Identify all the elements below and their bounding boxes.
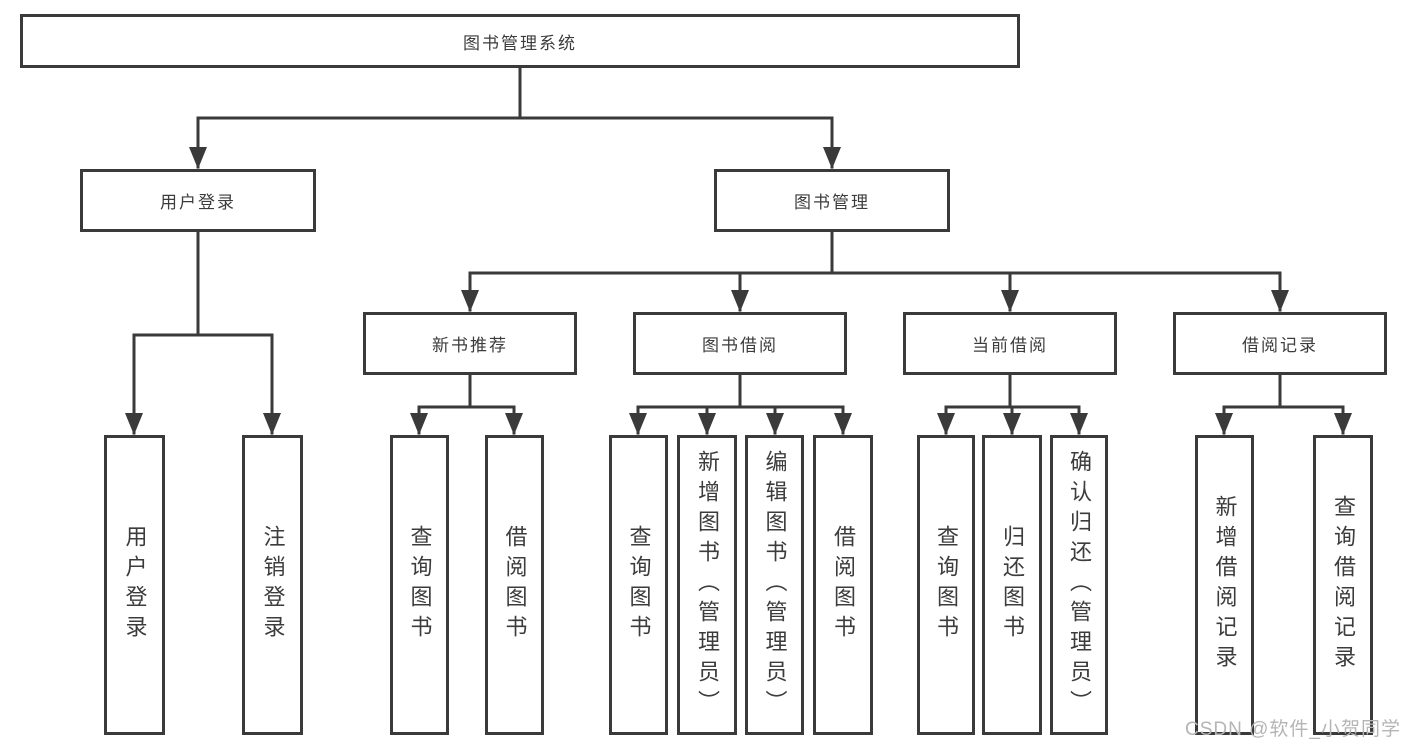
node-current-borrow-label: 当前借阅 (972, 336, 1048, 355)
node-new-book-recommend-label: 新书推荐 (432, 336, 508, 355)
leaf-user-login: 用户登录 (104, 435, 165, 735)
node-book-management: 图书管理 (714, 169, 950, 232)
leaf-confirm-return-admin: 确认归还（管理员） (1050, 435, 1108, 735)
leaf-edit-book-admin: 编辑图书（管理员） (745, 435, 804, 735)
connector-root (196, 66, 834, 120)
connector-book-borrow (636, 373, 845, 409)
connector-new-book-recommend (417, 373, 516, 409)
leaf-add-book-admin: 新增图书（管理员） (677, 435, 737, 735)
node-borrow-records-label: 借阅记录 (1242, 336, 1318, 355)
leaf-query-books-recommend-label: 查询图书 (407, 525, 433, 645)
leaf-return-book: 归还图书 (982, 435, 1042, 735)
leaf-edit-book-admin-label: 编辑图书（管理员） (762, 450, 788, 720)
connector-borrow-records (1222, 373, 1345, 409)
leaf-logout: 注销登录 (242, 435, 303, 735)
leaf-query-books-borrow: 查询图书 (609, 435, 668, 735)
connector-book-management (468, 230, 1282, 275)
node-user-login: 用户登录 (80, 169, 316, 232)
leaf-borrow-books-label: 借阅图书 (831, 525, 856, 645)
leaf-add-book-admin-label: 新增图书（管理员） (695, 450, 720, 720)
leaf-add-borrow-record: 新增借阅记录 (1195, 435, 1254, 735)
leaf-borrow-books: 借阅图书 (813, 435, 873, 735)
leaf-query-books-borrow-label: 查询图书 (626, 525, 652, 645)
leaf-confirm-return-admin-label: 确认归还（管理员） (1067, 450, 1092, 720)
leaf-borrow-books-recommend: 借阅图书 (485, 435, 544, 735)
leaf-query-books-recommend: 查询图书 (390, 435, 449, 735)
connector-user-login (132, 230, 274, 337)
node-book-management-label: 图书管理 (794, 193, 870, 212)
csdn-watermark: CSDN @软件_小贺同学 (1185, 719, 1401, 740)
leaf-borrow-books-recommend-label: 借阅图书 (502, 525, 528, 645)
node-book-borrow-label: 图书借阅 (702, 336, 778, 355)
leaf-add-borrow-record-label: 新增借阅记录 (1212, 495, 1238, 675)
node-current-borrow: 当前借阅 (903, 312, 1117, 375)
node-user-login-label: 用户登录 (160, 193, 236, 212)
node-library-system-label: 图书管理系统 (463, 33, 577, 53)
node-library-system: 图书管理系统 (20, 14, 1020, 68)
leaf-query-borrow-record: 查询借阅记录 (1313, 435, 1373, 735)
leaf-return-book-label: 归还图书 (1000, 525, 1025, 645)
leaf-query-books-current-label: 查询图书 (934, 525, 959, 645)
leaf-query-books-current: 查询图书 (917, 435, 975, 735)
node-book-borrow: 图书借阅 (633, 312, 847, 375)
leaf-user-login-label: 用户登录 (122, 525, 148, 645)
leaf-logout-label: 注销登录 (260, 525, 286, 645)
connector-current-borrow (944, 373, 1081, 409)
node-new-book-recommend: 新书推荐 (363, 312, 577, 375)
node-borrow-records: 借阅记录 (1173, 312, 1387, 375)
leaf-query-borrow-record-label: 查询借阅记录 (1331, 495, 1356, 675)
